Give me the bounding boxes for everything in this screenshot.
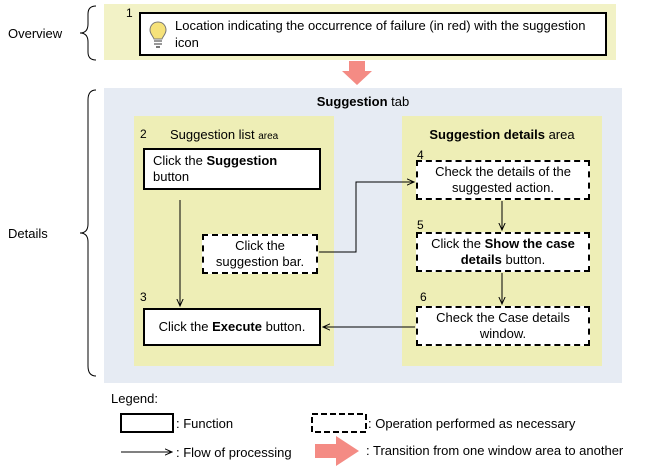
- overview-box: Location indicating the occurrence of fa…: [139, 12, 607, 56]
- list-area-title-suffix: area: [258, 131, 279, 142]
- step-number-5: 5: [417, 218, 424, 232]
- tab-title-bold: Suggestion: [316, 94, 388, 109]
- details-area-title-suffix: area: [544, 127, 575, 142]
- overview-text: Location indicating the occurrence of fa…: [175, 18, 586, 50]
- lightbulb-icon: [149, 21, 167, 48]
- step-5-show-case-details-box: Click the Show the case details button.: [416, 232, 590, 272]
- legend-title: Legend:: [111, 391, 158, 406]
- details-area-title-bold: Suggestion details: [429, 127, 545, 142]
- step-number-4: 4: [417, 148, 424, 162]
- legend-optional-label: : Operation performed as necessary: [368, 416, 576, 431]
- step-2-text-bold: Suggestion: [206, 153, 278, 168]
- step-5-text-bold: Show the case details: [460, 236, 575, 267]
- step-3-text-bold: Execute: [212, 319, 262, 334]
- flow-arrow-bar-to-4: [319, 182, 414, 253]
- step-4-check-details-box: Check the details of the suggested actio…: [416, 160, 590, 200]
- step-6-text: Check the Case details window.: [436, 310, 570, 341]
- legend-function-symbol: [120, 413, 174, 433]
- overview-label: Overview: [8, 26, 63, 41]
- suggestion-list-area-title: Suggestion list area: [170, 127, 278, 142]
- step-number-2: 2: [140, 127, 147, 141]
- suggestion-bar-text: Click the suggestion bar.: [215, 238, 305, 269]
- tab-title-suffix: tab: [387, 94, 410, 109]
- legend-function-label: : Function: [176, 416, 234, 431]
- step-5-text-pre: Click the: [431, 236, 485, 251]
- step-3-text-post: button.: [261, 319, 306, 334]
- step-2-suggestion-button-box: Click the Suggestion button: [143, 148, 321, 190]
- step-number-1: 1: [126, 6, 133, 20]
- legend-transition-symbol: [315, 436, 359, 466]
- details-brace: [79, 89, 97, 377]
- transition-arrow: [342, 61, 372, 85]
- step-number-3: 3: [140, 290, 147, 304]
- legend-transition-label: : Transition from one window area to ano…: [366, 443, 624, 458]
- step-6-check-case-window-box: Check the Case details window.: [416, 306, 590, 346]
- step-4-text: Check the details of the suggested actio…: [435, 164, 571, 195]
- step-3-text-pre: Click the: [158, 319, 213, 334]
- overview-brace: [79, 5, 97, 61]
- suggestion-bar-box: Click the suggestion bar.: [202, 234, 318, 274]
- details-label: Details: [8, 226, 48, 241]
- step-2-text-post: button: [153, 169, 190, 184]
- step-3-execute-button-box: Click the Execute button.: [143, 308, 321, 346]
- step-2-text-pre: Click the: [153, 153, 207, 168]
- suggestion-details-area-title: Suggestion details area: [402, 127, 602, 142]
- list-area-title-text: Suggestion list: [170, 127, 255, 142]
- step-5-text-post: button.: [501, 252, 546, 267]
- legend-optional-symbol: [311, 413, 367, 433]
- suggestion-tab-title: Suggestion tab: [104, 94, 622, 109]
- legend-flow-label: : Flow of processing: [176, 445, 292, 460]
- step-number-6: 6: [420, 290, 427, 304]
